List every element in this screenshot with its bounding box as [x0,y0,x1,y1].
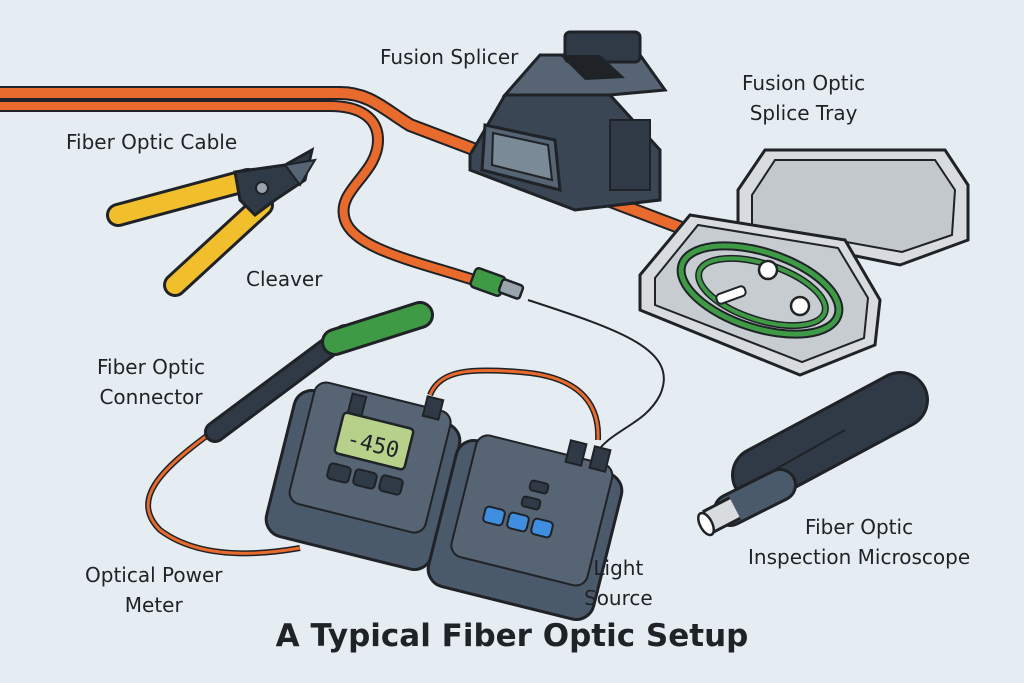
label-text: Optical Power [85,563,223,587]
label-splice-tray: Fusion Optic Splice Tray [742,68,865,128]
label-power-meter: Optical Power Meter [85,560,222,620]
label-text: Source [584,586,653,610]
fiber-cable-icon [0,86,707,456]
label-text: Inspection Microscope [748,545,971,569]
fusion-splicer-icon [468,30,668,212]
label-text: Fusion Optic [742,71,866,95]
label-text: Connector [99,385,203,409]
label-fusion-splicer: Fusion Splicer [380,42,518,72]
label-text: Fiber Optic [805,515,914,539]
fiber-connector-icon [145,301,434,557]
meter-buttons [326,462,404,496]
label-text: Meter [124,593,183,617]
label-connector: Fiber Optic Connector [97,352,205,412]
label-text: Fiber Optic Cable [66,130,238,154]
meter-screen: -450 [333,411,415,471]
diagram-title: A Typical Fiber Optic Setup [275,618,749,654]
label-cleaver: Cleaver [246,264,322,294]
label-microscope: Fiber Optic Inspection Microscope [748,512,970,572]
patch-cord-fill [428,368,600,441]
label-text: Fusion Splicer [380,45,519,69]
label-light-source: Light Source [584,553,653,613]
inspection-microscope-icon [697,371,929,537]
cleaver-icon [106,147,317,297]
inline-connector-icon [469,267,525,300]
label-fiber-cable: Fiber Optic Cable [66,127,237,157]
label-text: Fiber Optic [97,355,206,379]
label-text: Splice Tray [749,101,858,125]
light-source-icon [426,434,624,622]
splice-tray-icon [638,148,970,377]
label-text: Light [593,556,644,580]
label-text: Cleaver [246,267,323,291]
